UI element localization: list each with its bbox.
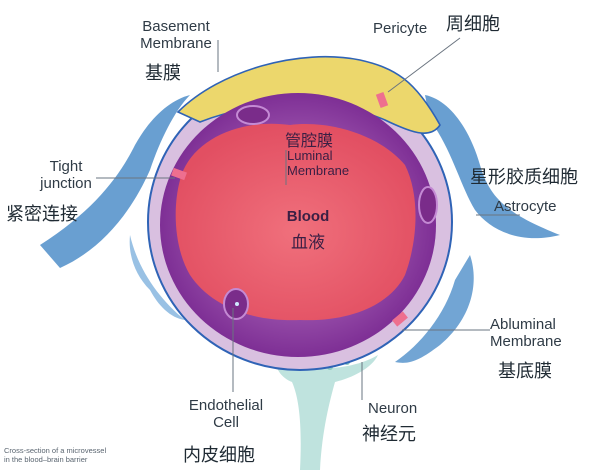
endothelial-cell-label: Endothelial Cell [176,397,276,431]
luminal-membrane-zh: 管腔膜 [285,131,334,150]
pericyte-en: Pericyte [373,20,428,37]
basement-membrane-zh: 基膜 [145,63,181,84]
basement-membrane-en-line1: Basement [142,18,210,35]
tight-junction-en-line2: junction [40,175,92,192]
luminal-membrane-en: Luminal Membrane [287,148,349,178]
abluminal-membrane-label: Abluminal Membrane [490,316,562,350]
basement-membrane-en-line2: Membrane [140,35,212,52]
abluminal-membrane-en-line1: Abluminal [490,316,556,333]
astrocyte-zh: 星形胶质细胞 [470,167,578,188]
pericyte-zh: 周细胞 [446,14,500,35]
astrocyte-en: Astrocyte [494,198,557,215]
tight-junction-zh: 紧密连接 [6,204,78,225]
tight-junction-label: Tight junction [30,158,102,192]
figure-caption: Cross-section of a microvessel in the bl… [4,446,106,464]
astrocyte-right-lower [395,255,474,363]
astrocyte-right [425,95,560,239]
abluminal-membrane-zh: 基底膜 [498,361,552,382]
astrocyte-left-lower [129,235,185,320]
neuron-zh: 神经元 [362,424,416,445]
blood-zh: 血液 [291,233,325,253]
astrocyte-left [40,95,190,268]
neuron [275,355,378,470]
luminal-membrane-en-line1: Luminal [287,148,333,163]
caption-line1: Cross-section of a microvessel [4,446,107,455]
endothelial-cell-en-line2: Cell [213,414,239,431]
blood-en: Blood [286,208,330,225]
endothelial-cell-en-line1: Endothelial [188,397,264,414]
blood-lumen [175,123,416,321]
tight-junctions [171,92,408,327]
abluminal-membrane-en-line2: Membrane [490,333,562,350]
nuclei [223,105,438,320]
tight-junction-en-line1: Tight [49,158,83,175]
endothelial-cell-zh: 内皮细胞 [183,445,255,466]
caption-line2: in the blood–brain barrier [4,455,88,464]
basement-membrane-label: Basement Membrane [128,18,224,52]
neuron-en: Neuron [368,400,418,417]
astrocyte-endfeet [40,95,560,363]
leader-lines [96,37,520,400]
luminal-membrane-en-line2: Membrane [287,163,350,178]
